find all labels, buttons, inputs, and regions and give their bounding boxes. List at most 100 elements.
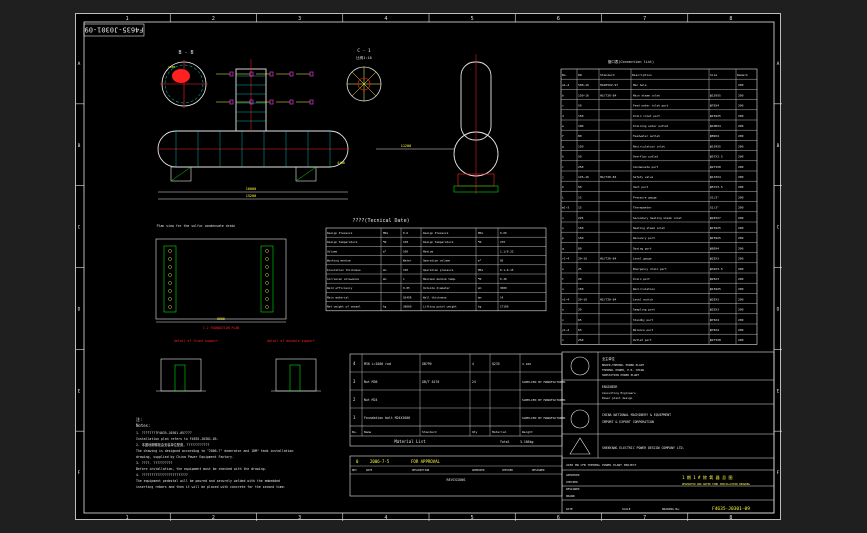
anchor-bolt — [168, 297, 172, 301]
plan-outline — [155, 238, 287, 320]
signoff-label: APPROVED — [566, 473, 580, 477]
zone-row-left: A — [78, 61, 81, 67]
nozzle-no: u — [562, 287, 564, 291]
nozzle-size: G1/2" — [710, 206, 719, 210]
dim-label: 1500 — [168, 65, 175, 69]
nozzle-std: HG/T20-84 — [600, 297, 616, 301]
anchor-bolt — [265, 257, 269, 261]
nozzle-remark: 200 — [738, 175, 744, 179]
engineer-label: ENGINEER — [602, 385, 617, 389]
nozzle-desc: Drain port — [633, 277, 650, 281]
nozzle-flange — [289, 71, 294, 77]
anchor-bolt — [168, 249, 172, 253]
revision-desc: FOR APPROVAL — [411, 459, 440, 464]
plan-foundation-left — [163, 245, 177, 313]
nozzle-remark: 200 — [738, 185, 744, 189]
nozzle-remark: 200 — [738, 165, 744, 169]
nozzle-no: i — [562, 165, 564, 169]
nozzle-size: φ76X4 — [710, 318, 719, 322]
nozzle-size: φ25X3 — [710, 277, 719, 281]
zone-col-top: 5 — [471, 16, 474, 22]
nozzle-header: DN — [578, 73, 582, 77]
zone-col-bottom: 6 — [557, 515, 560, 521]
detail-box — [275, 358, 317, 392]
signoff-label: DRAWN — [566, 494, 575, 498]
nozzle-no: L — [562, 195, 564, 199]
note-line: 1. ????????F4635-J0301-05???? — [136, 431, 192, 435]
c1-hub — [357, 77, 371, 91]
nozzle-no: k — [562, 185, 564, 189]
nozzle-title: 管口表(Connection list) — [608, 59, 654, 64]
note-line: The drawing is designed according to "20… — [136, 449, 293, 453]
nozzle-remark: 200 — [738, 287, 744, 291]
tech-value2: 85 — [500, 259, 504, 263]
material-wt: 3.106 — [522, 362, 531, 366]
nozzle-remark: 200 — [738, 246, 744, 250]
tech-value2: 0.20 — [500, 277, 507, 281]
nozzle-size: φ89X4 — [710, 134, 719, 138]
tech-value: Water — [403, 259, 412, 263]
dim-hx: 15200 — [246, 194, 257, 198]
nozzle-flange — [229, 71, 234, 77]
nozzle-dn: 250 — [578, 338, 584, 342]
nozzle-remark: 200 — [738, 83, 744, 87]
tech-unit2: kg — [478, 305, 482, 309]
nozzle-dn: 25 — [578, 267, 582, 271]
nozzle-flange — [229, 99, 234, 105]
nozzle-no: q — [562, 246, 564, 250]
nozzle-no: h — [562, 155, 564, 159]
nozzle-desc: Safety valve — [633, 175, 654, 179]
nozzle-dn: 150 — [578, 114, 584, 118]
nozzle-no: j — [562, 175, 564, 179]
cmec-logo — [570, 409, 590, 429]
nozzle-size: φ159X5 — [710, 144, 721, 148]
zone-row-left: D — [78, 306, 81, 312]
nozzle-header: Description — [632, 73, 652, 77]
tech-label2: Medium — [423, 249, 433, 253]
material-header: Weight — [522, 430, 533, 434]
nozzle-size: φ25X3 — [710, 297, 719, 301]
material-header: No. — [352, 430, 358, 434]
tech-value2: 1.1/0.22 — [500, 249, 514, 253]
note-line: 2. 本图地脚螺栓由安装单位配置，???????????? — [136, 442, 209, 447]
c1-spoke — [363, 71, 377, 85]
side-base — [453, 185, 499, 193]
material-name: Nut M36 — [364, 380, 378, 384]
nozzle-remark: 200 — [738, 144, 744, 148]
anchor-bolt — [168, 305, 172, 309]
note-line: 3. ????. ?????????? — [136, 461, 173, 465]
nozzle-dn: 80 — [578, 134, 582, 138]
material-header: Qty — [472, 430, 478, 434]
zone-col-top: 7 — [643, 16, 646, 22]
saddle-support — [295, 166, 317, 182]
nozzle-no: e — [562, 124, 564, 128]
nozzle-dn: 15 — [578, 195, 582, 199]
client-logo — [570, 356, 590, 376]
drawing-title-en: DEAERATOR AND WATER TANK INSTALLATION DR… — [682, 482, 750, 486]
nozzle-flange — [269, 99, 274, 105]
client-line: SUBSTATION POWER PLANT — [602, 373, 639, 377]
nozzle-remark: 200 — [738, 277, 744, 281]
nozzle-desc: Condensate port — [633, 165, 659, 169]
tech-value: 38000 — [403, 305, 412, 309]
zone-row-left: F — [78, 470, 81, 476]
tech-value: 150 — [403, 268, 408, 272]
c1-spoke — [351, 71, 365, 85]
nozzle-no: c — [562, 104, 564, 108]
tech-unit: mm — [383, 268, 387, 272]
zone-row-left: E — [78, 388, 81, 394]
detail-pedestal — [174, 364, 186, 392]
nozzle-no: o — [562, 226, 564, 230]
zone-col-bottom: 5 — [471, 515, 474, 521]
material-total-value: 3.186kg — [520, 440, 534, 444]
material-mat: Q235 — [492, 362, 500, 366]
nozzle-size: φ159X5 — [710, 226, 721, 230]
tech-value2: 17100 — [500, 305, 509, 309]
dim-base: 4100 — [337, 161, 345, 165]
saddle-support — [170, 166, 192, 182]
note-line: 4. ???????????????????????? — [136, 473, 188, 477]
revision-header: REV — [352, 468, 357, 472]
anchor-bolt — [265, 289, 269, 293]
nozzle-size: φ25X3 — [710, 308, 719, 312]
nozzle-size: φ159X5 — [710, 287, 721, 291]
